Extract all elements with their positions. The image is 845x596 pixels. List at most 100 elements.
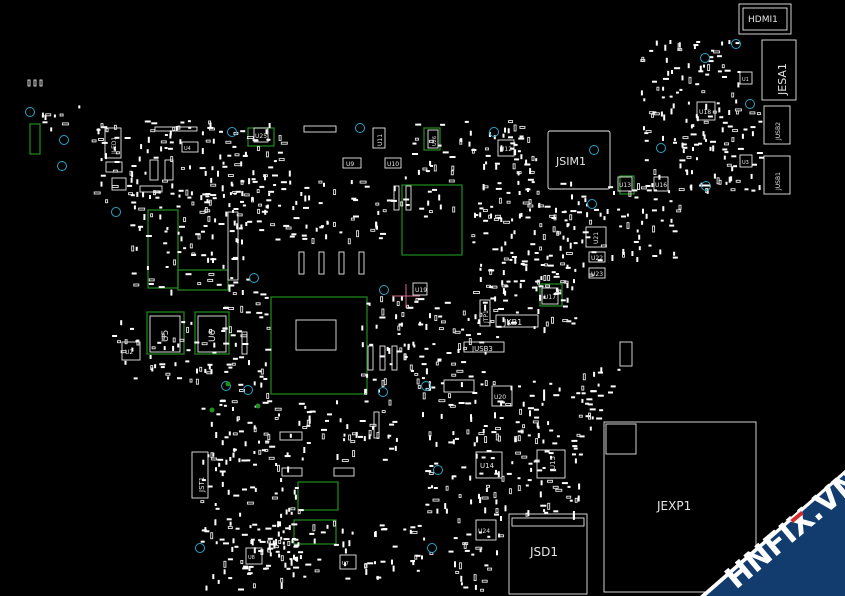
smd-pad	[200, 540, 205, 543]
smd-pad	[245, 222, 248, 226]
smd-pad	[241, 290, 244, 295]
smd-pad	[643, 126, 645, 131]
smd-pad	[342, 541, 345, 548]
smd-pad	[133, 283, 140, 287]
smd-pad	[411, 530, 418, 534]
smd-pad	[179, 225, 185, 228]
smd-pad	[417, 524, 422, 527]
u1-label: U1	[742, 77, 749, 83]
usb2-connector[interactable]: JUSB2	[763, 105, 791, 145]
usb1-connector[interactable]: JUSB1	[763, 155, 791, 195]
smd-pad	[517, 435, 521, 442]
u20-label: U20	[494, 394, 506, 401]
hdmi-connector[interactable]: HDMI1	[738, 3, 792, 35]
smd-pad	[566, 297, 569, 303]
smd-pad	[440, 320, 446, 324]
smd-pad	[501, 284, 508, 288]
smd-pad	[151, 346, 156, 350]
smd-pad	[701, 90, 706, 94]
smd-pad	[223, 569, 226, 575]
smd-pad	[372, 425, 374, 430]
smd-pad	[556, 230, 560, 236]
smd-pad	[476, 436, 479, 443]
smd-pad	[228, 366, 233, 369]
smd-pad	[686, 171, 689, 176]
smd-pad	[693, 44, 696, 49]
smd-pad	[271, 496, 278, 500]
smd-pad	[434, 315, 438, 321]
smd-pad	[562, 319, 569, 323]
smd-pad	[661, 96, 665, 99]
smd-pad	[244, 441, 247, 447]
smd-pad	[534, 252, 539, 254]
via-hole	[249, 273, 259, 283]
smd-pad	[170, 289, 173, 296]
smd-pad	[381, 308, 385, 316]
smd-pad	[681, 142, 684, 148]
smd-pad	[474, 214, 479, 217]
smd-pad	[468, 338, 472, 346]
smd-pad	[751, 189, 756, 192]
smd-pad	[652, 225, 656, 233]
smd-pad	[756, 152, 763, 154]
smd-pad	[444, 503, 447, 510]
smd-pad	[457, 518, 461, 524]
smd-pad	[253, 547, 256, 554]
smd-pad	[671, 70, 673, 74]
smd-pad	[513, 280, 518, 283]
smd-pad	[537, 204, 544, 208]
smd-pad	[189, 165, 191, 170]
smd-pad	[410, 370, 414, 372]
smd-pad	[128, 192, 134, 196]
sim-socket[interactable]: JSIM1	[547, 130, 611, 190]
jusb3-label: JUSB3	[471, 345, 493, 353]
smd-pad	[546, 255, 549, 260]
u2-label: U2	[125, 349, 133, 356]
smd-pad	[240, 179, 244, 185]
smd-pad	[498, 197, 502, 204]
smd-pad	[517, 477, 521, 480]
smd-pad	[550, 469, 557, 472]
smd-pad	[470, 416, 473, 422]
smd-pad	[573, 279, 575, 284]
smd-pad	[702, 131, 705, 137]
smd-pad	[682, 136, 689, 140]
via-hole	[731, 39, 741, 49]
smd-pad	[483, 219, 489, 222]
cpu-keepout-area[interactable]	[270, 296, 368, 395]
smd-pad	[566, 223, 569, 228]
smd-pad	[572, 513, 575, 520]
smd-pad	[520, 279, 526, 282]
smd-pad	[158, 190, 161, 194]
smd-pad	[279, 521, 281, 527]
smd-pad	[710, 140, 716, 143]
smd-pad	[325, 234, 328, 240]
smd-pad	[751, 131, 754, 137]
smd-pad	[131, 171, 134, 178]
smd-pad	[531, 155, 535, 161]
smd-pad	[553, 275, 560, 278]
smd-pad	[380, 296, 384, 303]
smd-pad	[396, 350, 402, 353]
smd-pad	[100, 123, 104, 129]
smd-pad	[717, 70, 722, 73]
smd-pad	[380, 232, 386, 235]
smd-pad	[177, 377, 182, 380]
smd-pad	[591, 416, 594, 420]
smd-pad	[703, 134, 706, 140]
sd-card-slot[interactable]: JSD1	[508, 513, 588, 595]
esata-connector[interactable]: JESA1	[761, 39, 797, 101]
smd-pad	[379, 316, 386, 319]
smd-pad	[42, 121, 48, 124]
expresscard-slot[interactable]: JEXP1	[603, 421, 757, 593]
smd-pad	[514, 437, 517, 443]
jusb2-label: JUSB2	[775, 122, 782, 141]
smd-pad	[149, 195, 151, 199]
smd-pad	[422, 392, 426, 400]
smd-pad	[288, 170, 291, 177]
smd-pad	[222, 165, 228, 168]
smd-pad	[392, 565, 395, 572]
smd-pad	[495, 469, 497, 473]
smd-pad	[350, 180, 353, 185]
